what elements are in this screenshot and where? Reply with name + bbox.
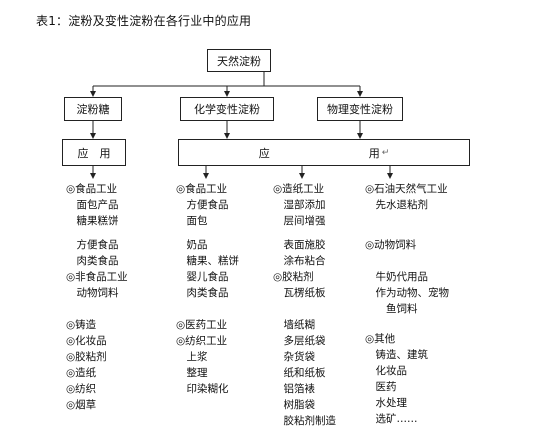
list-item: 医药	[365, 381, 397, 393]
figure-title: 表1：淀粉及变性淀粉在各行业中的应用	[36, 14, 252, 28]
list-item: ◎医药工业	[176, 319, 228, 331]
list-item: ◎其他	[365, 333, 396, 345]
list-item: 印染糊化	[176, 383, 229, 395]
list-item: ◎食品工业	[66, 183, 118, 195]
list-item: ◎动物饲料	[365, 239, 417, 251]
list-item: 先水退粘剂	[365, 199, 428, 211]
list-item: 杂货袋	[273, 351, 315, 363]
list-item: ◎造纸工业	[273, 183, 325, 195]
root-node: 天然淀粉	[207, 49, 271, 72]
list-item: 胶粘剂制造	[273, 415, 336, 427]
list-item: ◎胶粘剂	[273, 271, 314, 283]
list-item: 上浆	[176, 351, 208, 363]
list-item: ◎纺织工业	[176, 335, 228, 347]
list-item: 湿部添加	[273, 199, 326, 211]
column-paper-industry: ◎造纸工业 湿部添加 层间增强 表面施胶 涂布粘合 ◎胶粘剂 瓦楞纸板 墙纸糊 …	[273, 181, 336, 429]
list-item: 化妆品	[365, 365, 407, 377]
list-item: 纸和纸板	[273, 367, 326, 379]
list-item: 糖果、糕饼	[176, 255, 239, 267]
apply-box-right-label: 应 用	[258, 146, 380, 160]
column-oil-and-others: ◎石油天然气工业 先水退粘剂 ◎动物饲料 牛奶代用品 作为动物、宠物 鱼饲料 ◎…	[365, 181, 449, 427]
list-item: 水处理	[365, 397, 407, 409]
list-item: 表面施胶	[273, 239, 326, 251]
list-item: 层间增强	[273, 215, 326, 227]
list-item: 作为动物、宠物	[365, 287, 449, 299]
list-item: 面包	[176, 215, 208, 227]
list-item: 牛奶代用品	[365, 271, 428, 283]
list-item: 铸造、建筑	[365, 349, 428, 361]
list-item: 动物饲料	[66, 287, 119, 299]
list-item: 肉类食品	[66, 255, 119, 267]
list-item: 墙纸糊	[273, 319, 315, 331]
list-item: 整理	[176, 367, 208, 379]
list-item: 面包产品	[66, 199, 119, 211]
column-chemical-modified: ◎食品工业 方便食品 面包 奶品 糖果、糕饼 婴儿食品 肉类食品 ◎医药工业 ◎…	[176, 181, 239, 397]
list-item: 婴儿食品	[176, 271, 229, 283]
list-item: 瓦楞纸板	[273, 287, 326, 299]
apply-box-left: 应 用	[62, 139, 126, 166]
branch-starch-sugar: 淀粉糖	[64, 97, 122, 121]
list-item: 树脂袋	[273, 399, 315, 411]
list-item: 涂布粘合	[273, 255, 326, 267]
apply-box-right: 应 用↵	[178, 139, 470, 166]
list-item: ◎胶粘剂	[66, 351, 107, 363]
list-item: 选矿……	[365, 413, 418, 425]
list-item: ◎烟草	[66, 399, 97, 411]
list-item: ◎食品工业	[176, 183, 228, 195]
list-item: 方便食品	[66, 239, 119, 251]
list-item: ◎造纸	[66, 367, 97, 379]
list-item: ◎非食品工业	[66, 271, 128, 283]
branch-chemical-modified: 化学变性淀粉	[180, 97, 274, 121]
list-item: 多层纸袋	[273, 335, 326, 347]
list-item: ◎化妆品	[66, 335, 107, 347]
column-starch-sugar: ◎食品工业 面包产品 糖果糕饼 方便食品 肉类食品 ◎非食品工业 动物饲料 ◎铸…	[66, 181, 128, 413]
list-item: 肉类食品	[176, 287, 229, 299]
list-item: 方便食品	[176, 199, 229, 211]
list-item: 鱼饲料	[365, 303, 418, 315]
list-item: ◎铸造	[66, 319, 97, 331]
list-item: ◎石油天然气工业	[365, 183, 448, 195]
list-item: ◎纺织	[66, 383, 97, 395]
branch-physical-modified: 物理变性淀粉	[317, 97, 403, 121]
list-item: 铝箔裱	[273, 383, 315, 395]
list-item: 糖果糕饼	[66, 215, 119, 227]
list-item: 奶品	[176, 239, 208, 251]
